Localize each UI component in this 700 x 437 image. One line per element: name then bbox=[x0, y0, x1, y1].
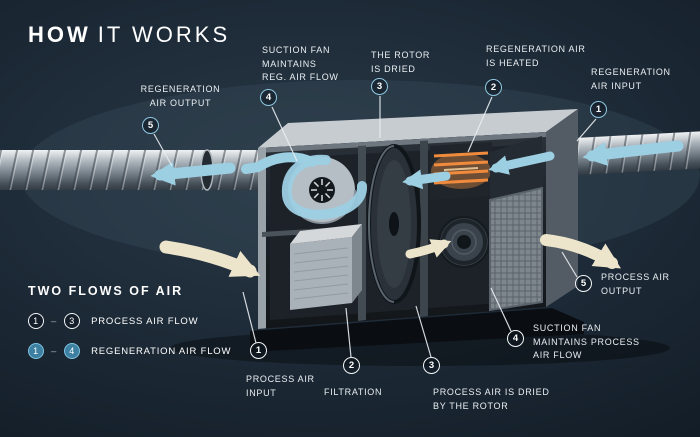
callout-label-process-2: FILTRATION bbox=[324, 387, 383, 397]
legend-circle-process-to: 3 bbox=[64, 313, 81, 329]
legend-circle-regeneration-to: 4 bbox=[64, 343, 81, 359]
legend: TWO FLOWS OF AIR 1 – 3 PROCESS AIR FLOW … bbox=[28, 284, 231, 373]
callout-label-process-4: SUCTION FAN MAINTAINS PROCESS AIR FLOW bbox=[533, 323, 640, 360]
regeneration-exit-ribbon bbox=[241, 152, 317, 174]
leader-process-4 bbox=[490, 287, 512, 332]
legend-row-process: 1 – 3 PROCESS AIR FLOW bbox=[28, 313, 231, 329]
process-fan bbox=[437, 215, 491, 269]
callout-circle-regeneration-3: 3 bbox=[371, 78, 388, 95]
callout-circle-regeneration-5: 5 bbox=[142, 117, 159, 134]
title-rest: IT WORKS bbox=[97, 22, 231, 47]
callout-label-process-3: PROCESS AIR IS DRIED BY THE ROTOR bbox=[433, 387, 550, 411]
interior bbox=[262, 136, 543, 321]
leader-process-1 bbox=[242, 291, 257, 344]
callout-circle-regeneration-4: 4 bbox=[260, 89, 277, 106]
title-emphasis: HOW bbox=[28, 22, 91, 47]
callout-circle-regeneration-2: 2 bbox=[485, 79, 502, 96]
legend-circle-process-from: 1 bbox=[28, 313, 44, 329]
rotor bbox=[367, 144, 421, 304]
heater bbox=[430, 142, 492, 200]
callout-label-regeneration-2: REGENERATION AIR IS HEATED bbox=[486, 44, 586, 68]
regeneration-input-arrow bbox=[582, 140, 684, 166]
process-output-arrow bbox=[540, 234, 622, 269]
callout-label-regeneration-1: REGENERATION AIR INPUT bbox=[591, 67, 671, 91]
leader-process-2 bbox=[345, 307, 352, 358]
legend-label-process: PROCESS AIR FLOW bbox=[91, 315, 199, 327]
process-input-arrow bbox=[159, 240, 261, 278]
divider-right bbox=[420, 140, 428, 317]
leader-process-5 bbox=[561, 251, 578, 278]
callout-label-regeneration-3: THE ROTOR IS DRIED bbox=[371, 50, 431, 74]
leader-regeneration-4 bbox=[271, 106, 298, 162]
regeneration-air-flow bbox=[150, 140, 684, 220]
process-air-flow bbox=[159, 234, 622, 278]
callout-label-regeneration-4: SUCTION FAN MAINTAINS REG. AIR FLOW bbox=[262, 45, 339, 82]
cabinet-right-side bbox=[546, 109, 578, 307]
legend-circle-regeneration-from: 1 bbox=[28, 343, 44, 359]
leader-process-3 bbox=[415, 305, 432, 358]
regeneration-into-cabinet-arrow bbox=[488, 151, 555, 175]
callout-label-process-1: PROCESS AIR INPUT bbox=[246, 374, 315, 398]
cabinet-left-edge bbox=[258, 147, 266, 329]
legend-dash: – bbox=[51, 345, 58, 357]
leader-regeneration-5 bbox=[153, 133, 173, 167]
legend-title: TWO FLOWS OF AIR bbox=[28, 284, 184, 298]
process-through-fan-arrow bbox=[405, 239, 452, 259]
callout-label-process-5: PROCESS AIR OUTPUT bbox=[601, 272, 670, 296]
callout-circle-process-4: 4 bbox=[507, 330, 524, 347]
cabinet-base bbox=[250, 308, 584, 352]
legend-label-regeneration: REGENERATION AIR FLOW bbox=[91, 345, 232, 357]
regeneration-output-arrow bbox=[150, 161, 236, 186]
leader-regeneration-2 bbox=[467, 96, 493, 153]
callout-circle-regeneration-1: 1 bbox=[590, 101, 607, 118]
leader-regeneration-1 bbox=[576, 118, 597, 142]
legend-row-regeneration: 1 – 4 REGENERATION AIR FLOW bbox=[28, 343, 231, 359]
callout-circle-process-5: 5 bbox=[575, 275, 592, 292]
filter-box bbox=[290, 224, 362, 310]
leader-lines bbox=[153, 96, 597, 358]
legend-dash: – bbox=[51, 315, 58, 327]
regeneration-through-rotor-arrow bbox=[402, 169, 451, 190]
callout-circle-process-3: 3 bbox=[423, 357, 440, 374]
fan-blades bbox=[311, 179, 333, 201]
perforated-panel bbox=[489, 186, 543, 312]
callout-circle-process-1: 1 bbox=[250, 342, 267, 359]
cabinet-top-face bbox=[258, 109, 578, 148]
callout-circle-process-2: 2 bbox=[343, 357, 360, 374]
callout-label-regeneration-5: REGENERATION AIR OUTPUT bbox=[140, 84, 221, 108]
